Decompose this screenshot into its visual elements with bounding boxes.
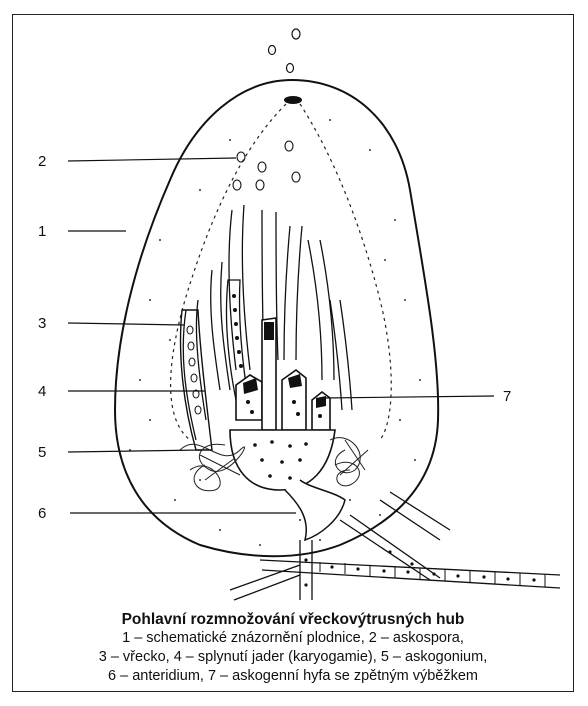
label-6: 6 bbox=[38, 505, 46, 522]
ostiole bbox=[284, 96, 302, 104]
inner-cavity-outline bbox=[171, 104, 392, 440]
label-5: 5 bbox=[38, 444, 46, 461]
label-1: 1 bbox=[38, 223, 46, 240]
released-ascospores bbox=[269, 29, 301, 73]
ascogenous-hyphae bbox=[236, 318, 330, 430]
label-3: 3 bbox=[38, 315, 46, 332]
figure-caption: Pohlavní rozmnožování vřeckovýtrusných h… bbox=[12, 610, 574, 686]
label-2: 2 bbox=[38, 153, 46, 170]
mycelium bbox=[230, 492, 560, 600]
label-4: 4 bbox=[38, 383, 46, 400]
ascus bbox=[181, 280, 248, 450]
caption-title: Pohlavní rozmnožování vřeckovýtrusných h… bbox=[12, 610, 574, 629]
ascogonium bbox=[230, 430, 335, 490]
antheridium bbox=[285, 480, 345, 540]
caption-line-1: 1 – schematické znázornění plodnice, 2 –… bbox=[12, 629, 574, 648]
label-7: 7 bbox=[503, 388, 511, 405]
ascospores-in-cavity bbox=[233, 141, 300, 190]
caption-line-3: 6 – anteridium, 7 – askogenní hyfa se zp… bbox=[12, 667, 574, 686]
caption-line-2: 3 – vřecko, 4 – splynutí jader (karyogam… bbox=[12, 648, 574, 667]
